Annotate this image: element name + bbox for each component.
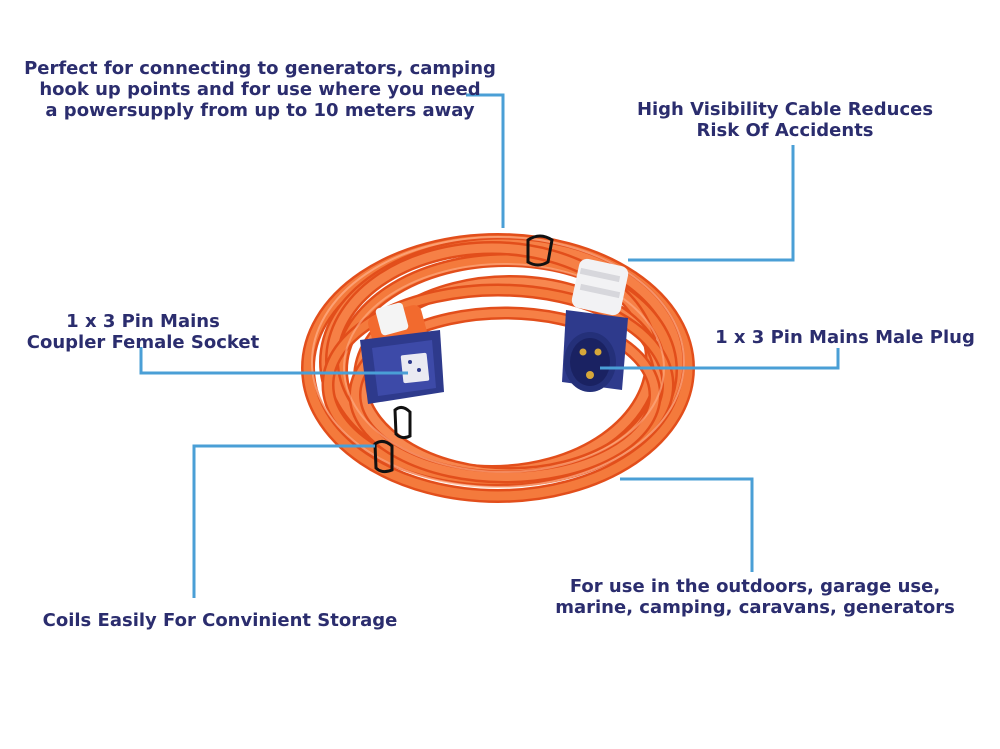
cable-coil: [301, 233, 695, 503]
leader-line-plug: [600, 348, 840, 370]
female-socket: [360, 302, 444, 404]
socket-callout: 1 x 3 Pin Mains Coupler Female Socket: [26, 311, 260, 353]
leader-line-visibility: [628, 145, 795, 262]
leader-line-generators: [466, 93, 505, 228]
leader-line-socket: [139, 347, 408, 375]
leader-line-outdoors: [620, 477, 754, 572]
leader-line-storage: [192, 444, 375, 598]
storage-callout: Coils Easily For Convinient Storage: [42, 610, 398, 631]
generators-callout: Perfect for connecting to generators, ca…: [24, 58, 496, 121]
outdoors-callout: For use in the outdoors, garage use, mar…: [555, 576, 955, 618]
leader-lines: [139, 93, 840, 598]
male-plug: [562, 258, 629, 392]
plug-callout: 1 x 3 Pin Mains Male Plug: [715, 327, 975, 348]
cable-ties: [373, 234, 554, 474]
visibility-callout: High Visibility Cable Reduces Risk Of Ac…: [636, 99, 934, 141]
